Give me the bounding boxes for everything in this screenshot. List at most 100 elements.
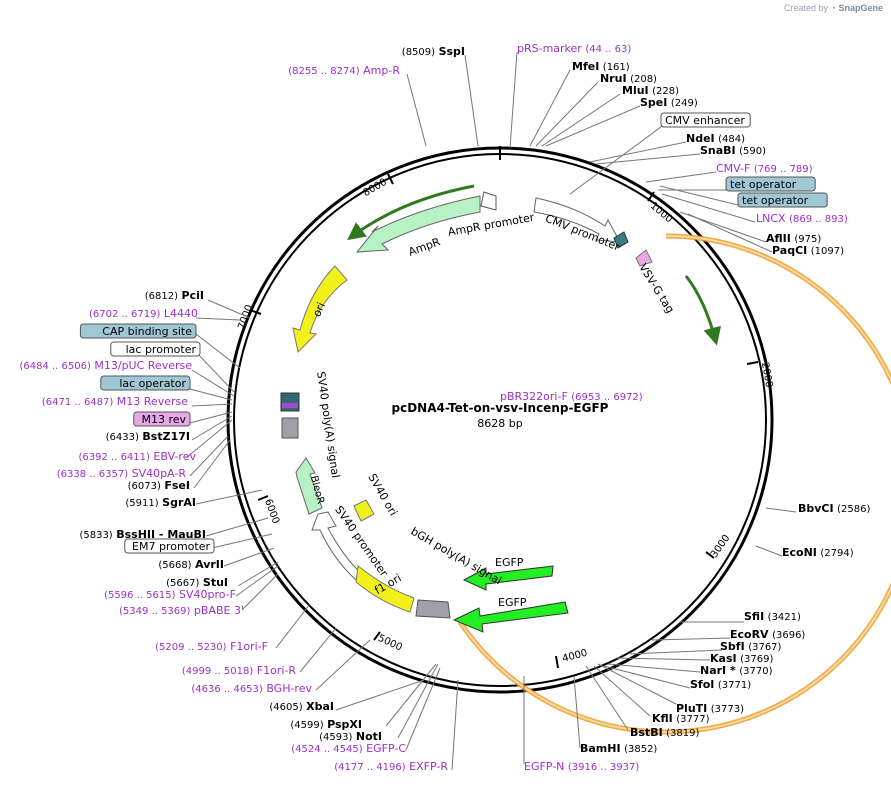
feature-ampr	[355, 195, 481, 253]
tick-4000: 4000	[561, 648, 588, 665]
label-stui: (5667) StuI	[166, 576, 228, 589]
label-bgh-polya: bGH poly(A) signal	[408, 525, 503, 588]
label-egfp-1: EGFP	[495, 556, 524, 569]
label-bgh-rev: (4636 .. 4653) BGH-rev	[191, 682, 312, 695]
label-box	[725, 176, 816, 192]
label-lac-operator: lac operator	[119, 377, 186, 390]
label-pcii: (6812) PciI	[145, 289, 204, 302]
label-ebv-rev: (6392 .. 6411) EBV-rev	[79, 450, 197, 463]
label-tet-operator: tet operator	[730, 178, 797, 191]
snapgene-logo-icon: ◔	[830, 3, 836, 13]
label-em7-promoter: EM7 promoter	[132, 540, 210, 553]
label-f1ori-r: (4999 .. 5018) F1ori-R	[182, 664, 297, 677]
label-box	[110, 341, 201, 357]
label-f1ori-f: (5209 .. 5230) F1ori-F	[155, 640, 268, 653]
label-m13-puc-reverse: (6484 .. 6506) M13/pUC Reverse	[19, 359, 192, 372]
tick-6000: 6000	[262, 498, 281, 526]
feature-sv40-ori	[353, 499, 375, 522]
label-bstbi: BstBI (3819)	[630, 726, 700, 739]
brand-name: SnapGene	[838, 3, 883, 13]
feature-vsvg-pink	[635, 249, 653, 267]
label-bbvci: BbvCI (2586)	[798, 502, 870, 515]
label-paqci: PaqCI (1097)	[772, 244, 844, 257]
feature-ori	[292, 265, 348, 354]
label-kfli: KflI (3777)	[652, 712, 710, 725]
label-sfoi: SfoI (3771)	[690, 678, 751, 691]
feature-ampr-promoter	[480, 191, 497, 211]
label-mlui: MluI (228)	[622, 84, 679, 97]
label-sbfi: SbfI (3767)	[720, 640, 782, 653]
tick-1000: 1000	[648, 201, 675, 226]
label-prs-marker: pRS-marker (44 .. 63)	[517, 42, 631, 55]
tick-5000: 5000	[376, 633, 404, 654]
label-kasi: KasI (3769)	[710, 652, 773, 665]
label-ampr: AmpR	[407, 235, 443, 259]
label-lac-promoter: lac promoter	[126, 343, 197, 356]
tick-8000: 8000	[361, 177, 389, 199]
label-tet-operator: tet operator	[742, 194, 809, 207]
label-cmv-enhancer: CMV enhancer	[665, 114, 745, 127]
label-box	[660, 112, 751, 128]
feature-sv40-polya	[281, 417, 299, 439]
label-sv40pa-r: (6338 .. 6357) SV40pA-R	[57, 467, 187, 480]
label-m13-rev: M13 rev	[141, 413, 186, 426]
label-ori: ori	[310, 300, 328, 318]
tick-7000: 7000	[236, 303, 255, 331]
feature-vsvg-tag	[613, 231, 629, 249]
label-spei: SpeI (249)	[640, 96, 698, 109]
ampr-orf-arrow	[347, 184, 475, 241]
feature-f1-ori	[355, 565, 415, 613]
orf-arc-inner	[459, 235, 891, 733]
label-bamhi: BamHI (3852)	[580, 742, 657, 755]
label-pbabe-3: (5349 .. 5369) pBABE 3'	[119, 604, 244, 617]
label-box	[737, 192, 828, 208]
label-econi: EcoNI (2794)	[782, 546, 854, 559]
label-box	[79, 323, 197, 339]
leader-lines	[185, 51, 797, 771]
plasmid-length: 8628 bp	[477, 417, 522, 430]
label-amp-r: (8255 .. 8274) Amp-R	[288, 64, 400, 77]
label-ndei: NdeI (484)	[686, 132, 745, 145]
label-aflii: AflII (975)	[766, 232, 821, 245]
egfp-orf-arrow	[684, 275, 722, 346]
annotation-labels: (8509) SspI(8255 .. 8274) Amp-RpRS-marke…	[19, 42, 870, 773]
label-m13-reverse: (6471 .. 6487) M13 Reverse	[42, 395, 188, 408]
label-nrui: NruI (208)	[600, 72, 657, 85]
label-egfp-2: EGFP	[498, 596, 527, 609]
feature-lac-bits	[280, 392, 300, 412]
label-xbai: (4605) XbaI	[269, 700, 334, 713]
label-pluti: PluTI (3773)	[676, 702, 744, 715]
feature-egfp-2	[452, 601, 569, 633]
plasmid-name: pcDNA4-Tet-on-vsv-Incenp-EGFP	[392, 401, 609, 415]
feature-cmv-promoter	[533, 197, 621, 243]
feature-m13-bit	[282, 403, 298, 408]
feature-bleor	[295, 457, 323, 515]
label-cap-binding-site: CAP binding site	[102, 325, 192, 338]
label-pspxi: (4599) PspXI	[290, 718, 362, 731]
label-exfp-r: (4177 .. 4196) EXFP-R	[334, 760, 448, 773]
label-cmv-f: CMV-F (769 .. 789)	[716, 162, 813, 175]
label-box	[133, 411, 191, 427]
label-l4440: (6702 .. 6719) L4440	[89, 307, 198, 320]
label-lncx: LNCX (869 .. 893)	[756, 212, 848, 225]
label-mfei: MfeI (161)	[572, 60, 630, 73]
label-vsvg-tag: VSV-G tag	[636, 261, 677, 315]
snapgene-credit: Created by ◔ SnapGene	[784, 3, 883, 13]
label-sgrai: (5911) SgrAI	[125, 496, 196, 509]
label-sv40-polya: SV40 poly(A) signal	[314, 371, 342, 479]
label-egfp-n: EGFP-N (3916 .. 3937)	[524, 760, 639, 773]
label-bstz17i: (6433) BstZ17I	[106, 430, 190, 443]
label-fsei: (6073) FseI	[128, 479, 190, 492]
label-sv40pro-f: (5596 .. 5615) SV40pro-F	[104, 588, 236, 601]
label-ecorv: EcoRV (3696)	[730, 628, 805, 641]
label-box	[124, 538, 215, 554]
label-pbr322ori-f: pBR322ori-F (6953 .. 6972)	[500, 390, 643, 403]
label-bsshii-maubi: (5833) BssHII - MauBI	[79, 528, 206, 541]
tick-2000: 2000	[759, 361, 774, 388]
label-snabi: SnaBI (590)	[700, 144, 766, 157]
credit-text: Created by	[783, 3, 829, 13]
feature-egfp-1	[462, 565, 554, 591]
feature-bgh-polya	[415, 599, 451, 619]
label-box	[100, 375, 191, 391]
